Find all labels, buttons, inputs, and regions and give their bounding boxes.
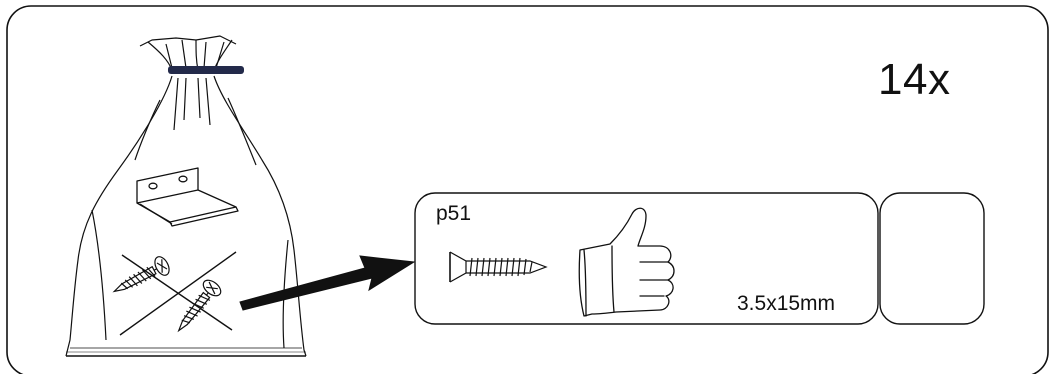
part-size: 3.5x15mm xyxy=(737,292,836,315)
thumbs-up-icon xyxy=(578,207,675,317)
bag-tie xyxy=(168,66,244,74)
step-frame xyxy=(6,5,1049,374)
part-code: p51 xyxy=(436,202,472,225)
screw-icon xyxy=(449,251,548,283)
bracket-icon xyxy=(136,167,239,227)
check-box xyxy=(879,192,985,325)
quantity-label: 14x xyxy=(878,55,951,104)
crossed-screws-icon xyxy=(112,251,237,336)
hardware-bag-icon xyxy=(65,35,307,357)
arrow-right-icon xyxy=(239,255,416,311)
